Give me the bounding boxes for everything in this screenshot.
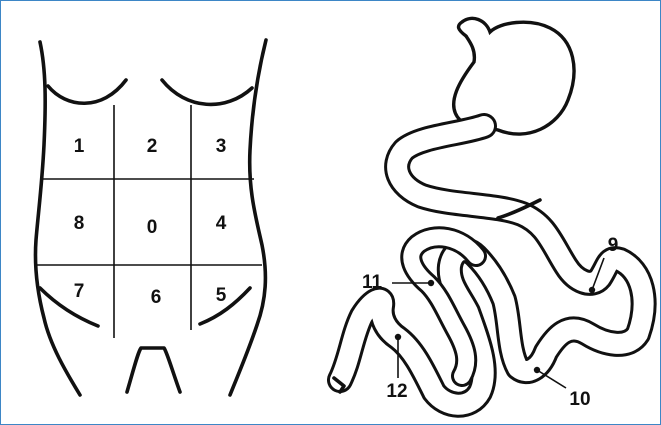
region-label-4: 4 (216, 213, 227, 234)
region-label-0: 0 (147, 217, 158, 238)
stomach-and-intestine (334, 18, 644, 404)
region-label-2: 2 (147, 136, 158, 157)
region-label-7: 7 (74, 281, 85, 302)
thigh-gap (127, 348, 180, 392)
intestine-label-12: 12 (386, 381, 407, 402)
region-label-1: 1 (74, 136, 85, 157)
intestine-label-9: 9 (608, 235, 619, 256)
left-breast-curve (48, 80, 126, 103)
region-label-6: 6 (151, 287, 162, 308)
region-label-5: 5 (216, 285, 227, 306)
left-groin-curve (40, 288, 98, 326)
intestine-label-11: 11 (362, 272, 383, 293)
region-label-3: 3 (216, 136, 227, 157)
region-label-8: 8 (74, 213, 85, 234)
intestine-label-10: 10 (569, 389, 590, 410)
right-breast-curve (162, 80, 252, 104)
